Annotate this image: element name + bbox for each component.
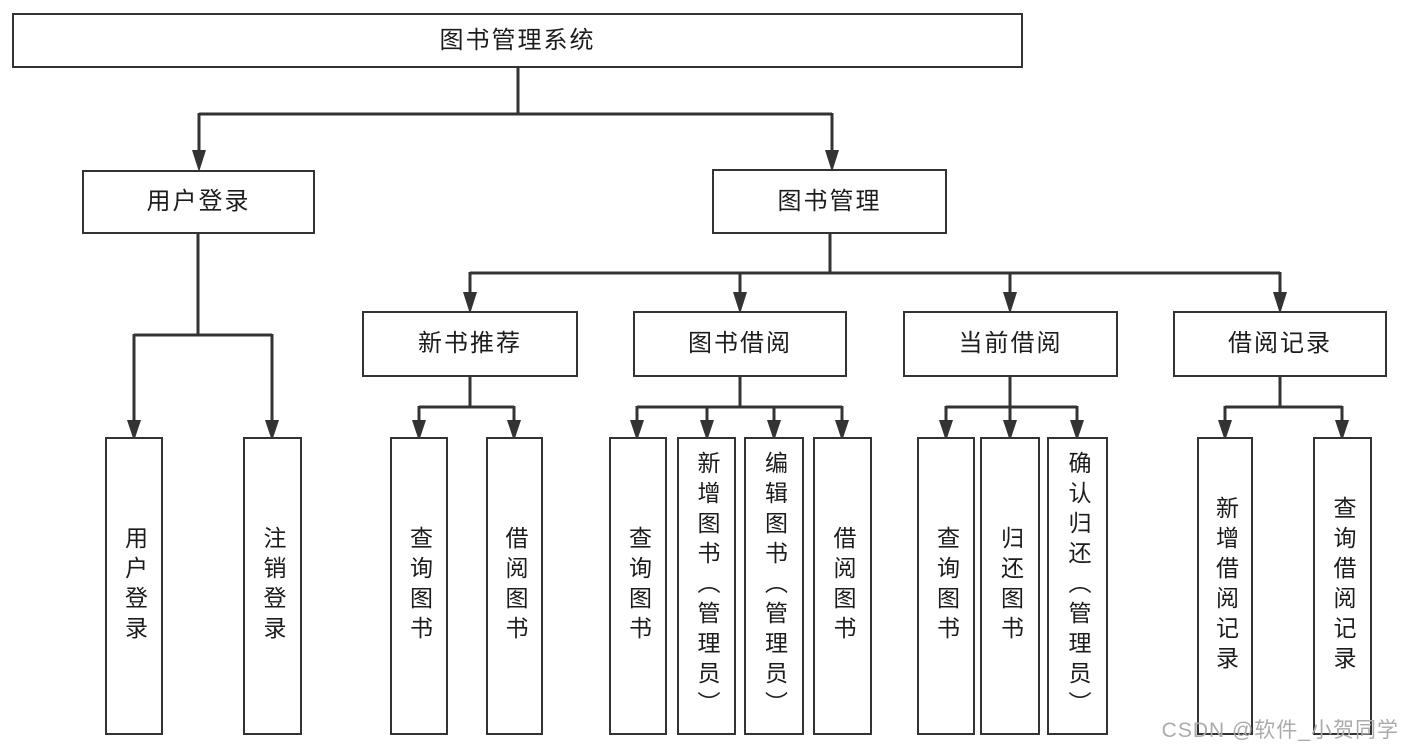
- node-label: 借阅记录: [1228, 330, 1332, 357]
- node-leaf-query-books-3: 查询图书: [917, 437, 975, 735]
- node-label: 确认归还（管理员）: [1065, 451, 1091, 721]
- node-leaf-query-books-2: 查询图书: [609, 437, 667, 735]
- node-label: 注销登录: [260, 526, 286, 646]
- node-label: 归还图书: [997, 526, 1024, 646]
- node-label: 查询图书: [933, 526, 960, 646]
- node-label: 查询图书: [406, 526, 433, 646]
- node-leaf-user-login: 用户登录: [105, 437, 163, 735]
- node-leaf-borrow-books-2: 借阅图书: [813, 437, 872, 735]
- node-label: 新增图书（管理员）: [694, 451, 720, 721]
- node-leaf-query-books-1: 查询图书: [390, 437, 448, 735]
- node-leaf-logout: 注销登录: [243, 437, 302, 735]
- node-current-borrowing: 当前借阅: [903, 311, 1118, 377]
- node-label: 查询图书: [625, 526, 652, 646]
- node-leaf-add-books-admin: 新增图书（管理员）: [677, 437, 736, 735]
- node-label: 编辑图书（管理员）: [761, 451, 788, 721]
- node-leaf-confirm-return-admin: 确认归还（管理员）: [1047, 437, 1108, 735]
- node-leaf-query-borrow-record: 查询借阅记录: [1313, 437, 1372, 735]
- node-label: 新书推荐: [418, 330, 522, 357]
- node-leaf-edit-books-admin: 编辑图书（管理员）: [744, 437, 804, 735]
- node-label: 查询借阅记录: [1330, 496, 1356, 676]
- node-label: 借阅图书: [502, 526, 528, 646]
- csdn-watermark: CSDN @软件_小贺同学: [1161, 719, 1399, 742]
- node-label: 图书管理: [777, 187, 882, 215]
- node-borrowing-records: 借阅记录: [1173, 311, 1387, 377]
- node-label: 当前借阅: [958, 330, 1063, 357]
- node-label: 图书管理系统: [439, 26, 596, 54]
- node-leaf-return-books: 归还图书: [980, 437, 1040, 735]
- node-book-management: 图书管理: [712, 169, 947, 234]
- node-leaf-add-borrow-record: 新增借阅记录: [1197, 437, 1253, 735]
- node-new-book-recommend: 新书推荐: [362, 311, 578, 377]
- node-leaf-borrow-books-1: 借阅图书: [486, 437, 543, 735]
- node-book-borrowing: 图书借阅: [633, 311, 847, 377]
- node-user-login: 用户登录: [82, 170, 315, 234]
- node-label: 新增借阅记录: [1212, 496, 1239, 676]
- node-label: 借阅图书: [830, 526, 856, 646]
- node-label: 图书借阅: [688, 330, 792, 357]
- node-library-management-system: 图书管理系统: [12, 13, 1023, 68]
- node-label: 用户登录: [121, 526, 148, 646]
- node-label: 用户登录: [146, 188, 251, 215]
